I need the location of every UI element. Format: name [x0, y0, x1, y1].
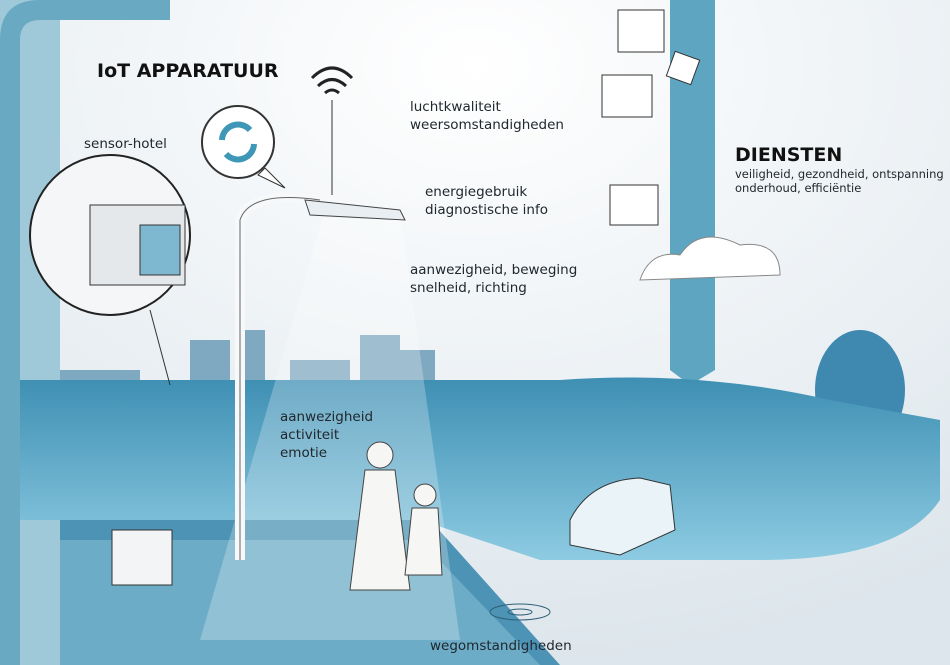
- presence-label: aanwezigheid, beweging snelheid, richtin…: [410, 261, 577, 297]
- refresh-icon: [201, 105, 286, 189]
- label-line: energiegebruik: [425, 184, 528, 200]
- label-line: activiteit: [280, 427, 340, 443]
- air-quality-label: luchtkwaliteit weersomstandigheden: [410, 98, 564, 134]
- ground-platform: [20, 377, 940, 560]
- service-icons: [601, 9, 701, 226]
- label-line: aanwezigheid: [280, 409, 374, 425]
- pedestrians: [349, 441, 443, 591]
- label-line: snelheid, richting: [410, 280, 527, 296]
- cloud: [639, 236, 781, 281]
- road-sensor: [489, 603, 551, 621]
- people-label: aanwezigheid activiteit emotie: [280, 408, 373, 462]
- car: [569, 477, 676, 556]
- label-line: aanwezigheid, beweging: [410, 262, 578, 278]
- services-line: veiligheid, gezondheid, ontspanning: [735, 167, 944, 181]
- label-line: emotie: [280, 445, 328, 461]
- energy-label: energiegebruik diagnostische info: [425, 183, 548, 219]
- services-ribbon: [670, 0, 715, 385]
- services-line: onderhoud, efficiëntie: [735, 181, 862, 195]
- utility-cabinet: [111, 529, 173, 586]
- services-list: veiligheid, gezondheid, ontspanning onde…: [735, 167, 944, 195]
- wifi-icon: [310, 66, 354, 95]
- label-line: weersomstandigheden: [410, 117, 564, 133]
- sensor-hotel-detail: [29, 154, 191, 386]
- road-conditions-label: wegomstandigheden: [430, 638, 572, 654]
- label-line: luchtkwaliteit: [410, 99, 501, 115]
- label-line: diagnostische info: [425, 202, 548, 218]
- sensor-hotel-label: sensor-hotel: [84, 136, 167, 152]
- lamp-head: [304, 199, 406, 221]
- iot-heading: IoT APPARATUUR: [97, 60, 279, 82]
- services-heading: DIENSTEN: [735, 144, 843, 166]
